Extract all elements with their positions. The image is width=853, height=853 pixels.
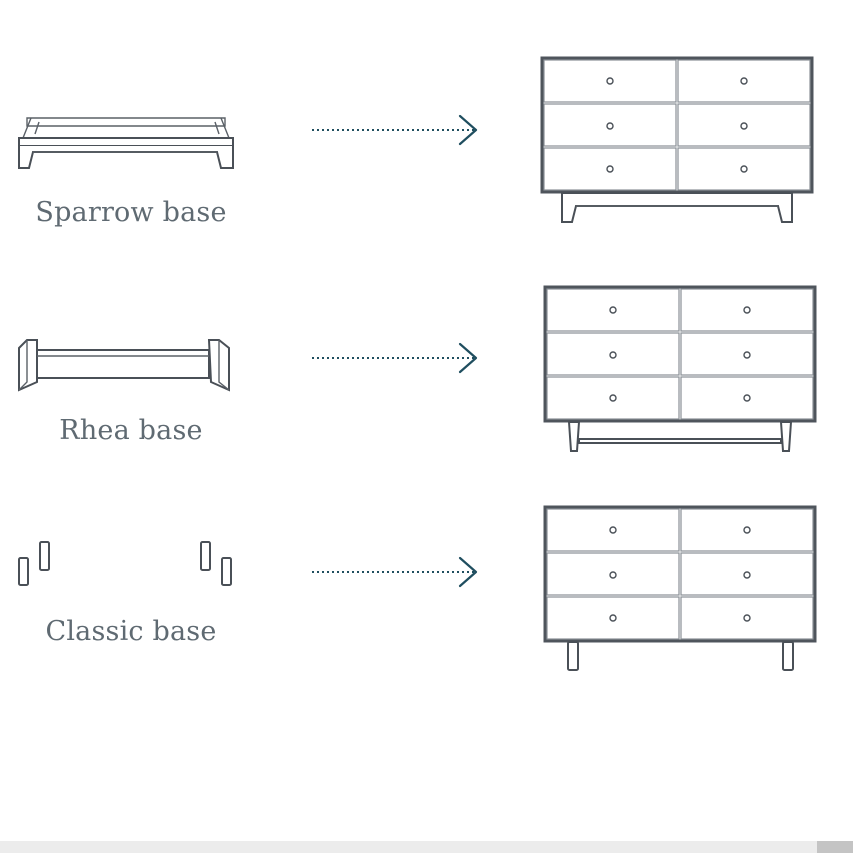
horizontal-scrollbar[interactable] — [0, 841, 853, 853]
rhea-base-illustration — [18, 339, 230, 392]
sparrow-base-label: Sparrow base — [35, 197, 227, 228]
arrow-icon — [312, 114, 478, 146]
classic-base-label: Classic base — [45, 616, 217, 647]
arrow-icon — [312, 556, 478, 588]
dresser-rhea-illustration — [543, 285, 817, 452]
sparrow-base-illustration — [18, 117, 234, 169]
classic-base-illustration — [18, 541, 232, 586]
dresser-classic-illustration — [543, 505, 817, 671]
rhea-base-label: Rhea base — [59, 415, 203, 446]
dresser-sparrow-illustration — [540, 56, 814, 223]
arrow-icon — [312, 342, 478, 374]
scrollbar-thumb[interactable] — [817, 841, 853, 853]
